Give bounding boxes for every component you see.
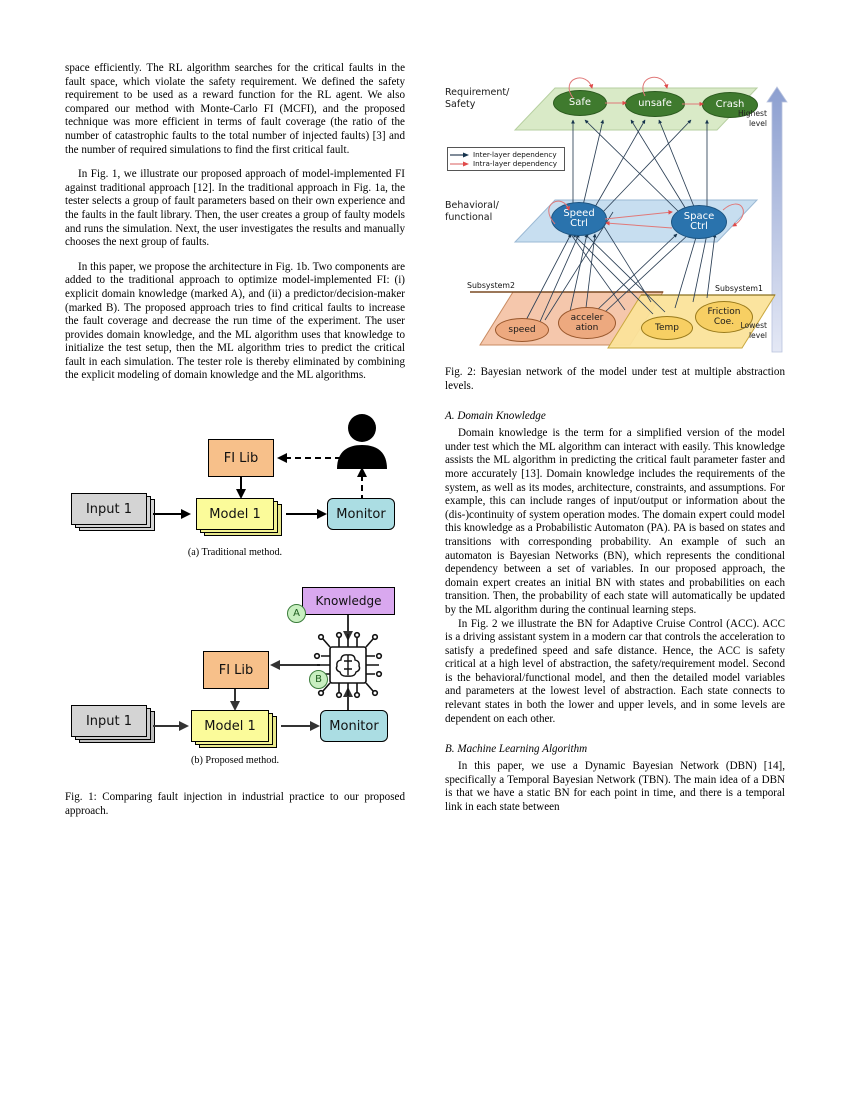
node-space-ctrl-line2: Ctrl <box>690 221 708 232</box>
plane-label-beh-line2: functional <box>445 212 493 223</box>
node-speed-var: speed <box>495 318 549 342</box>
figure-1b-label: (b) Proposed method. <box>191 755 279 767</box>
legend-item-intra-layer: Intra-layer dependency <box>450 159 561 168</box>
node-safe: Safe <box>553 90 607 116</box>
label-subsystem2: Subsystem2 <box>467 281 515 290</box>
paragraph-continuation: space efficiently. The RL algorithm sear… <box>65 62 405 156</box>
plane-label-behavioral-functional: Behavioral/ functional <box>445 200 499 224</box>
paragraph-domain-knowledge-1: Domain knowledge is the term for a simpl… <box>445 427 785 616</box>
node-friction-coe-var: Friction Coe. <box>695 301 753 333</box>
node-knowledge-1b: Knowledge <box>302 587 395 616</box>
inter-layer-arrow-icon <box>450 152 469 157</box>
figure-1a-label: (a) Traditional method. <box>187 547 283 559</box>
paragraph-ml-algorithm-1: In this paper, we use a Dynamic Bayesian… <box>445 760 785 814</box>
plane-label-requirement-safety: Requirement/ Safety <box>445 87 509 111</box>
abstraction-level-arrow-icon <box>766 86 788 353</box>
node-speed-ctrl-line2: Ctrl <box>570 218 588 229</box>
section-heading-a: A. Domain Knowledge <box>445 410 546 423</box>
marker-b-badge: B <box>309 670 328 690</box>
figure-2-bayesian-network: Requirement/ Safety Behavioral/ function… <box>445 62 790 362</box>
node-input-1a: Input 1 <box>71 493 147 526</box>
person-icon <box>337 414 387 470</box>
node-crash: Crash <box>702 92 758 118</box>
label-subsystem1: Subsystem1 <box>715 284 763 293</box>
ai-chip-icon <box>313 631 383 699</box>
highest-level-line2: level <box>748 118 767 128</box>
plane-label-req-line2: Safety <box>445 99 476 110</box>
legend-label-intra-layer: Intra-layer dependency <box>473 159 558 168</box>
plane-label-req-line1: Requirement/ <box>445 87 510 98</box>
marker-a-badge: A <box>287 604 306 624</box>
node-fi-lib-1b: FI Lib <box>203 651 269 690</box>
left-column: space efficiently. The RL algorithm sear… <box>65 62 405 829</box>
intra-layer-arrow-icon <box>450 161 469 166</box>
section-heading-b: B. Machine Learning Algorithm <box>445 743 588 756</box>
label-lowest-level: Lowest level <box>723 321 767 340</box>
node-acceleration-var: acceler ation <box>558 307 616 339</box>
node-monitor-1b: Monitor <box>320 710 388 743</box>
paragraph-fig1-intro: In Fig. 1, we illustrate our proposed ap… <box>65 168 405 249</box>
right-column: Requirement/ Safety Behavioral/ function… <box>445 62 788 815</box>
legend-item-inter-layer: Inter-layer dependency <box>450 150 561 159</box>
figure-2-caption: Fig. 2: Bayesian network of the model un… <box>445 366 785 392</box>
plane-label-beh-line1: Behavioral/ <box>445 200 499 211</box>
node-space-ctrl-line1: Space <box>683 210 715 222</box>
figure-1-caption: Fig. 1: Comparing fault injection in ind… <box>65 791 405 817</box>
node-acceleration-line1: acceler <box>570 312 604 323</box>
node-friction-line2: Coe. <box>713 317 735 327</box>
figure-2-intra-layer-edges <box>548 76 744 229</box>
node-temp-var: Temp <box>641 316 693 340</box>
figure-1b-proposed-method: Knowledge A <box>65 585 405 775</box>
node-monitor-1a: Monitor <box>327 498 395 531</box>
label-highest-level: Highest level <box>723 109 767 128</box>
node-input-1b: Input 1 <box>71 705 147 738</box>
lowest-level-line2: level <box>748 330 767 340</box>
paragraph-architecture: In this paper, we propose the architectu… <box>65 260 405 382</box>
lowest-level-line1: Lowest <box>740 321 767 330</box>
node-speed-ctrl-line1: Speed <box>563 207 595 219</box>
node-friction-line1: Friction <box>707 306 741 317</box>
legend-label-inter-layer: Inter-layer dependency <box>473 150 557 159</box>
node-model-1b: Model 1 <box>191 710 269 743</box>
figure-1a-traditional-method: Input 1 FI Lib Model 1 Monitor (a) Tradi… <box>65 405 405 575</box>
node-fi-lib-1a: FI Lib <box>208 439 274 478</box>
paragraph-domain-knowledge-2: In Fig. 2 we illustrate the BN for Adapt… <box>445 617 785 725</box>
node-model-1a: Model 1 <box>196 498 274 531</box>
figure-1a-connectors <box>153 453 367 520</box>
figure-2-legend: Inter-layer dependency Intra-layer depen… <box>447 147 565 171</box>
node-space-ctrl: Space Ctrl <box>671 205 727 239</box>
node-acceleration-line2: ation <box>575 323 599 333</box>
highest-level-line1: Highest <box>737 109 767 118</box>
